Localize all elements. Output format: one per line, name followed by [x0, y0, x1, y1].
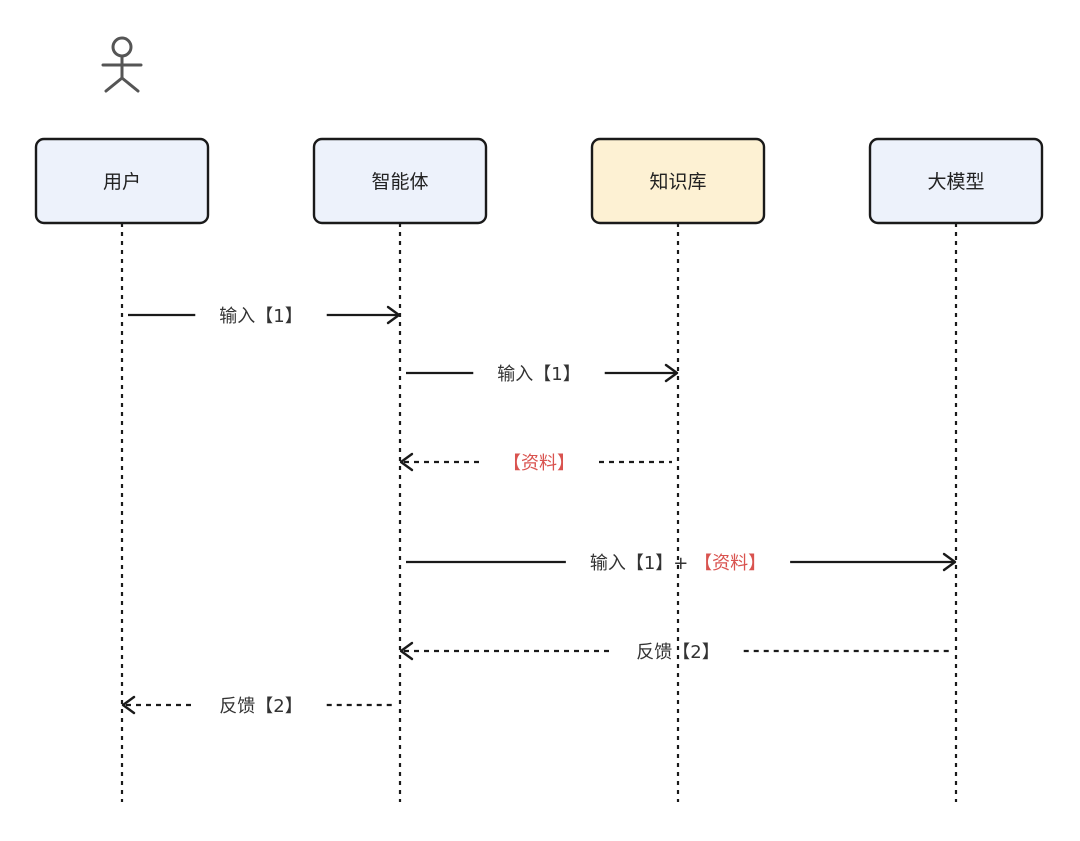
participant-box [312, 137, 488, 225]
arrow-right-icon [942, 552, 957, 572]
participant-agent: 智能体 [312, 137, 488, 225]
participant-box [590, 137, 766, 225]
message-label-part: 反馈【2】 [636, 642, 719, 663]
lifelines [120, 223, 958, 802]
participant-user: 用户 [34, 137, 210, 225]
message-label: 输入【1】+ 【资料】 [590, 553, 766, 574]
participant-label: 知识库 [649, 171, 706, 193]
participant-label: 大模型 [927, 171, 984, 193]
message-1: 输入【1】 [128, 305, 401, 327]
message-label-highlight: 【资料】 [694, 553, 766, 574]
message-3: 【资料】 [399, 452, 672, 474]
arrow-left-icon [399, 641, 414, 661]
participant-label: 用户 [103, 171, 141, 193]
message-label-part: 反馈【2】 [219, 696, 302, 717]
participant-llm: 大模型 [868, 137, 1044, 225]
messages: 输入【1】输入【1】【资料】输入【1】+ 【资料】反馈【2】反馈【2】 [121, 305, 957, 717]
participants: 用户 智能体 知识库 大模型 [34, 137, 1044, 225]
participant-box [34, 137, 210, 225]
message-label-part: 输入【1】 [497, 364, 580, 385]
message-label-part: 输入【1】 [219, 306, 302, 327]
participant-label: 智能体 [371, 171, 428, 193]
actor-icon-group [101, 36, 143, 93]
arrow-right-icon [664, 363, 679, 383]
arrow-right-icon [386, 305, 401, 325]
stick-figure-icon [101, 36, 143, 93]
arrow-left-icon [399, 452, 414, 472]
message-label-highlight: 【资料】 [503, 453, 575, 474]
participant-kb: 知识库 [590, 137, 766, 225]
participant-box [868, 137, 1044, 225]
message-label: 反馈【2】 [636, 642, 719, 663]
message-4: 输入【1】+ 【资料】 [406, 552, 957, 574]
message-6: 反馈【2】 [121, 695, 394, 717]
message-2: 输入【1】 [406, 363, 679, 385]
message-label: 输入【1】 [497, 364, 580, 385]
message-5: 反馈【2】 [399, 641, 950, 663]
arrow-left-icon [121, 695, 136, 715]
message-label: 输入【1】 [219, 306, 302, 327]
message-label: 【资料】 [503, 453, 575, 474]
message-label-part: 输入【1】+ [590, 553, 694, 574]
message-label: 反馈【2】 [219, 696, 302, 717]
